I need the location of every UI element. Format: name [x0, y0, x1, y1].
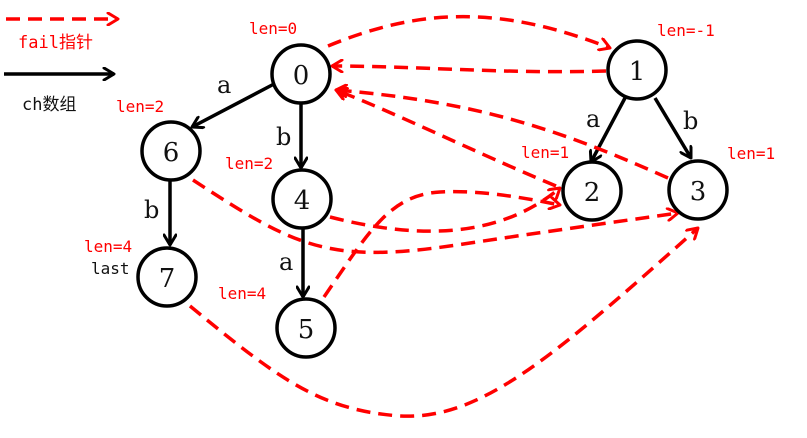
node-7-len: len=4: [84, 237, 132, 256]
fail-edge-7-3: [188, 228, 698, 418]
node-2-circle: [561, 160, 623, 222]
legend: fail指针 ch数组: [4, 19, 118, 115]
fail-edge-1-0: [332, 66, 607, 74]
fail-edge-0-1: [327, 14, 610, 48]
node-6-id: 6: [163, 138, 180, 168]
node-1-len: len=-1: [657, 21, 715, 40]
fail-edge-5-2: [322, 189, 560, 298]
node-5-circle: [275, 297, 337, 359]
node-2-len: len=1: [521, 143, 569, 162]
ch-char-6-7: b: [144, 196, 159, 224]
ch-char-4-5: a: [279, 248, 293, 276]
node-4-id: 4: [294, 186, 311, 216]
node-0-id: 0: [293, 61, 310, 91]
ch-edge-labels: a b a b b a: [144, 71, 698, 276]
fail-edge-3-0: [336, 90, 669, 180]
node-6-len: len=2: [116, 97, 164, 116]
len-labels: len=0 len=-1 len=1 len=1 len=2 len=4 len…: [84, 19, 775, 303]
legend-fail-label: fail指针: [18, 33, 93, 53]
node-7-id: 7: [159, 264, 176, 294]
ch-edge-1-2: [591, 97, 627, 162]
node-ids: 0 1 2 3 4 5 6 7: [159, 57, 707, 345]
ch-edge-0-6: [192, 82, 275, 127]
node-5-len: len=4: [218, 284, 266, 303]
node-0-circle: [270, 43, 332, 105]
node-1-circle: [606, 39, 668, 101]
node-1-id: 1: [629, 57, 646, 87]
node-3-circle: [667, 159, 729, 221]
fail-edge-4-2: [329, 188, 560, 233]
node-3-len: len=1: [727, 144, 775, 163]
ch-char-0-6: a: [217, 71, 231, 99]
ch-char-0-4: b: [276, 123, 291, 151]
ch-edge-1-3: [653, 97, 693, 158]
ch-char-1-2: a: [586, 105, 600, 133]
nodes: [136, 39, 729, 359]
node-2-id: 2: [584, 178, 601, 208]
last-label: last: [91, 259, 130, 278]
node-7-circle: [136, 246, 198, 308]
node-3-id: 3: [690, 177, 707, 207]
node-4-circle: [271, 168, 333, 230]
node-6-circle: [140, 120, 202, 182]
fail-edge-2-0: [336, 90, 557, 188]
legend-ch-label: ch数组: [22, 95, 76, 115]
ch-edges: [170, 82, 693, 297]
node-5-id: 5: [298, 315, 315, 345]
fail-edge-6-3: [192, 178, 678, 255]
node-0-len: len=0: [249, 19, 297, 38]
ch-char-1-3: b: [683, 107, 698, 135]
node-4-len: len=2: [225, 154, 273, 173]
fail-edges: [188, 14, 698, 418]
